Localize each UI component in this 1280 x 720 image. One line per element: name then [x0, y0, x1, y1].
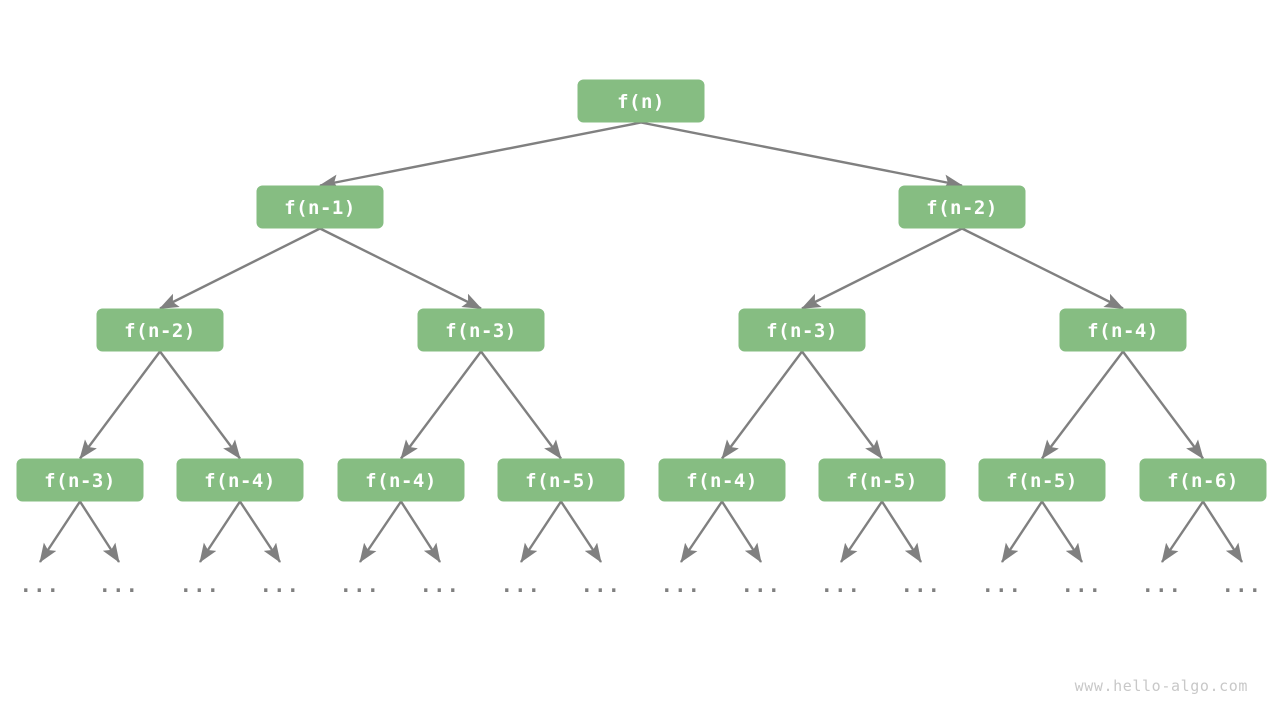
- tree-node-label: f(n-4): [365, 470, 437, 492]
- tree-edge: [801, 227, 963, 310]
- tree-edge: [1041, 350, 1124, 460]
- tree-node[interactable]: f(n-5): [818, 458, 946, 502]
- tree-node[interactable]: f(n-2): [898, 185, 1026, 229]
- tree-node[interactable]: f(n-1): [256, 185, 384, 229]
- ellipsis-marker: ...: [741, 573, 782, 597]
- ellipsis-marker: ...: [1222, 573, 1263, 597]
- tree-node-label: f(n-5): [525, 470, 597, 492]
- tree-edge-to-ellipsis: [359, 500, 402, 563]
- tree-node-label: f(n): [617, 91, 665, 113]
- tree-node[interactable]: f(n-4): [176, 458, 304, 502]
- ellipsis-layer: ........................................…: [20, 573, 1263, 597]
- tree-edge-to-ellipsis: [38, 500, 82, 563]
- tree-node-box: [16, 458, 144, 502]
- tree-node-box: [898, 185, 1026, 229]
- edges-layer: [79, 121, 1204, 460]
- tree-edge: [801, 350, 883, 460]
- tree-node-box: [176, 458, 304, 502]
- ellipsis-marker: ...: [20, 573, 61, 597]
- tree-edge-to-ellipsis: [1040, 500, 1084, 563]
- tree-edge-to-ellipsis: [840, 500, 883, 563]
- ellipsis-marker: ...: [260, 573, 301, 597]
- tree-node-label: f(n-2): [124, 320, 196, 342]
- ellipsis-marker: ...: [901, 573, 942, 597]
- tree-edge: [480, 350, 562, 460]
- tree-node-box: [738, 308, 866, 352]
- tree-node[interactable]: f(n-3): [417, 308, 545, 352]
- ellipsis-marker: ...: [661, 573, 702, 597]
- tree-edge: [159, 227, 321, 310]
- tree-edge: [961, 227, 1124, 310]
- tree-node[interactable]: f(n-4): [337, 458, 465, 502]
- tree-node[interactable]: f(n-4): [658, 458, 786, 502]
- tree-edge-to-ellipsis: [1201, 500, 1244, 563]
- tree-node-label: f(n-5): [846, 470, 918, 492]
- tree-node-box: [577, 79, 705, 123]
- tree-node-box: [1059, 308, 1187, 352]
- tree-edge: [159, 350, 241, 460]
- ellipsis-edges-layer: [38, 500, 1244, 563]
- ellipsis-marker: ...: [420, 573, 461, 597]
- tree-edge: [640, 121, 963, 190]
- tree-node[interactable]: f(n-5): [978, 458, 1106, 502]
- tree-node-label: f(n-4): [204, 470, 276, 492]
- tree-node-label: f(n-4): [1087, 320, 1159, 342]
- ellipsis-marker: ...: [340, 573, 381, 597]
- tree-edge-to-ellipsis: [399, 500, 442, 563]
- tree-edge-to-ellipsis: [680, 500, 723, 563]
- tree-node-box: [96, 308, 224, 352]
- ellipsis-marker: ...: [821, 573, 862, 597]
- tree-node-box: [978, 458, 1106, 502]
- ellipsis-marker: ...: [1062, 573, 1103, 597]
- tree-edge-to-ellipsis: [1000, 500, 1044, 563]
- ellipsis-marker: ...: [1142, 573, 1183, 597]
- tree-node[interactable]: f(n-4): [1059, 308, 1187, 352]
- tree-edge-to-ellipsis: [198, 500, 242, 563]
- tree-node-box: [818, 458, 946, 502]
- tree-edge: [319, 227, 482, 310]
- tree-node-box: [658, 458, 786, 502]
- tree-node-label: f(n-6): [1167, 470, 1239, 492]
- tree-edge-to-ellipsis: [78, 500, 121, 563]
- ellipsis-marker: ...: [99, 573, 140, 597]
- tree-edge-to-ellipsis: [559, 500, 603, 563]
- tree-node-label: f(n-3): [44, 470, 116, 492]
- ellipsis-marker: ...: [581, 573, 622, 597]
- tree-edge: [721, 350, 803, 460]
- tree-edge: [1122, 350, 1204, 460]
- tree-node-label: f(n-4): [686, 470, 758, 492]
- ellipsis-marker: ...: [501, 573, 542, 597]
- tree-edge-to-ellipsis: [238, 500, 282, 563]
- tree-node[interactable]: f(n): [577, 79, 705, 123]
- tree-edge-to-ellipsis: [519, 500, 563, 563]
- tree-node-box: [337, 458, 465, 502]
- tree-node[interactable]: f(n-3): [738, 308, 866, 352]
- tree-node[interactable]: f(n-6): [1139, 458, 1267, 502]
- tree-node-box: [497, 458, 625, 502]
- tree-edge: [319, 121, 642, 190]
- tree-edge: [79, 350, 161, 460]
- tree-edge-to-ellipsis: [880, 500, 923, 563]
- tree-node[interactable]: f(n-3): [16, 458, 144, 502]
- tree-node-label: f(n-3): [445, 320, 517, 342]
- ellipsis-marker: ...: [180, 573, 221, 597]
- tree-node-box: [417, 308, 545, 352]
- tree-edge-to-ellipsis: [720, 500, 763, 563]
- tree-node-label: f(n-3): [766, 320, 838, 342]
- tree-node[interactable]: f(n-2): [96, 308, 224, 352]
- tree-node-box: [256, 185, 384, 229]
- ellipsis-marker: ...: [982, 573, 1023, 597]
- watermark: www.hello-algo.com: [1075, 677, 1248, 695]
- tree-node[interactable]: f(n-5): [497, 458, 625, 502]
- tree-node-label: f(n-5): [1006, 470, 1078, 492]
- tree-edge-to-ellipsis: [1161, 500, 1204, 563]
- tree-node-box: [1139, 458, 1267, 502]
- nodes-layer: f(n) f(n-1) f(n-2) f(n-2) f(n-3) f(n-3) f(n-4)…: [16, 79, 1267, 502]
- tree-node-label: f(n-1): [284, 197, 356, 219]
- tree-node-label: f(n-2): [926, 197, 998, 219]
- tree-edge: [400, 350, 482, 460]
